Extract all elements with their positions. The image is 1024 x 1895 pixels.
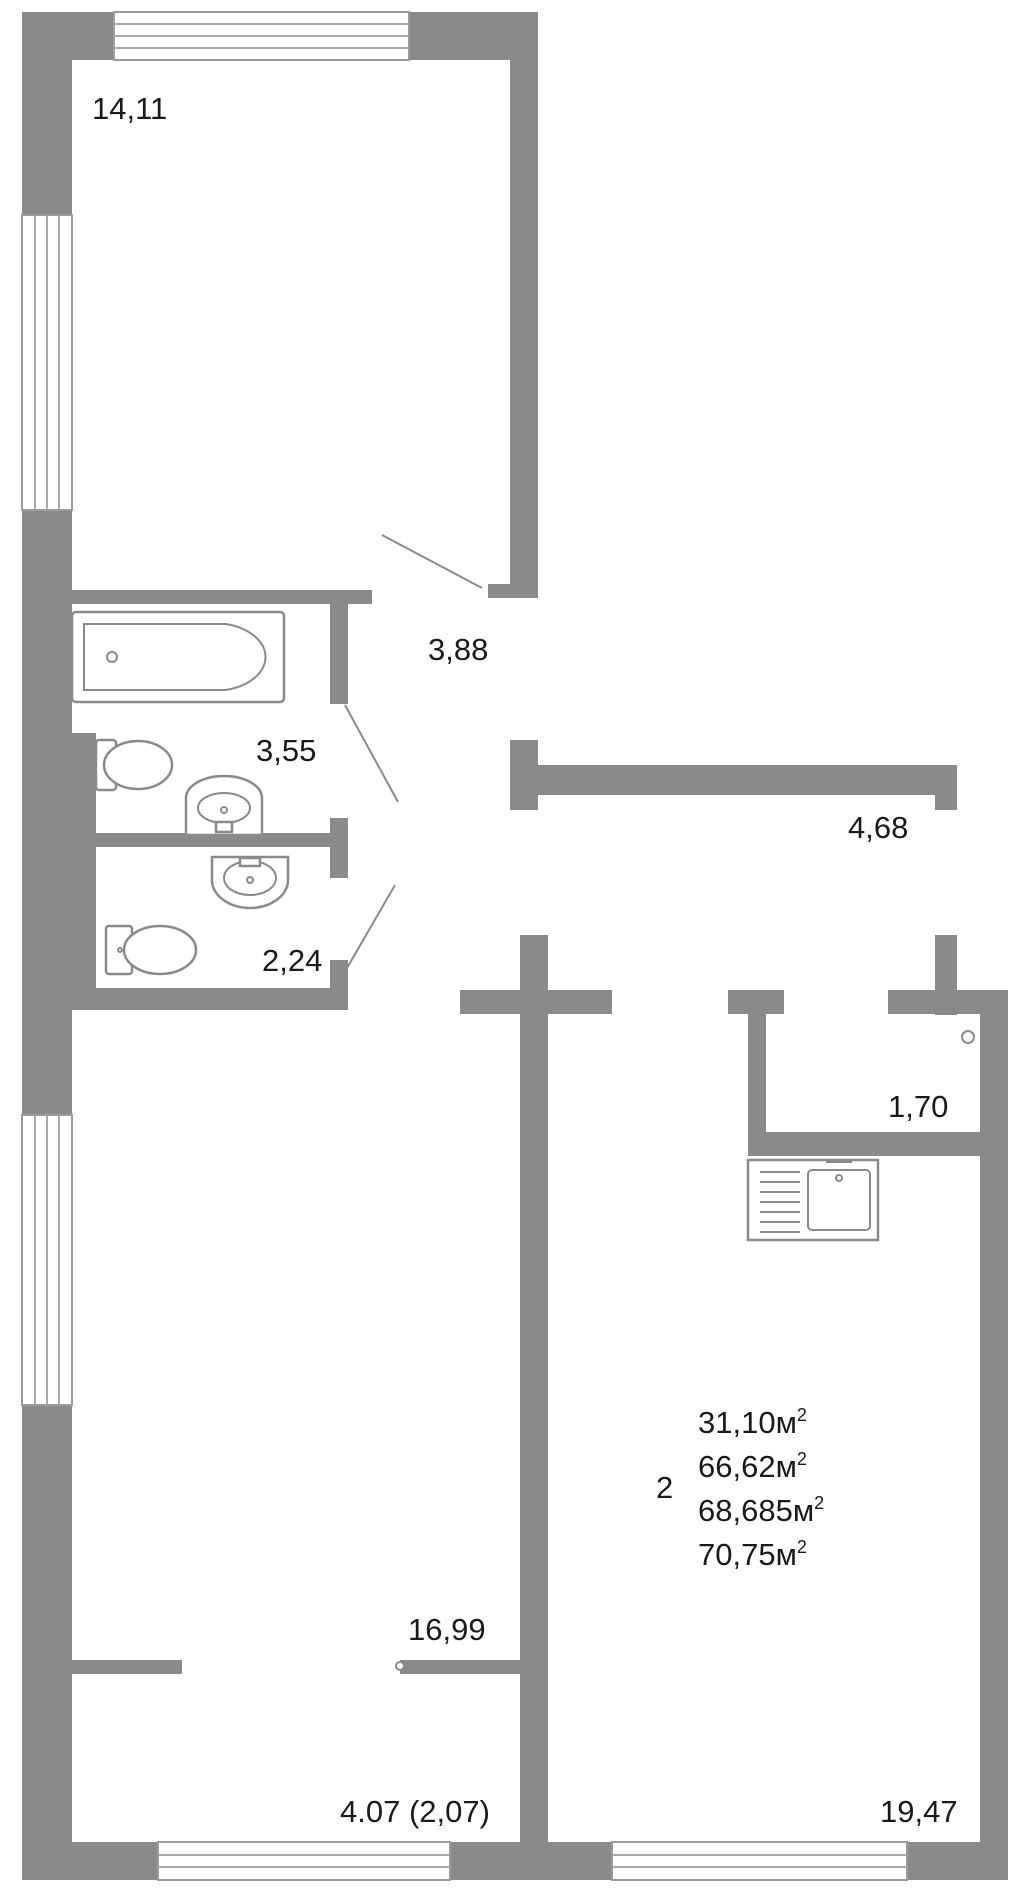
storage-outlet-icon <box>961 1030 975 1044</box>
kitchen-living-area: 19,47 <box>880 1794 958 1829</box>
windows <box>21 11 908 1881</box>
summary-line-4: 70,75м2 <box>698 1537 807 1572</box>
bathroom-area: 3,55 <box>256 733 316 768</box>
toilet-area: 2,24 <box>262 943 322 978</box>
toilet-room-toilet-icon <box>104 924 198 976</box>
kitchen-sink-icon <box>746 1158 880 1242</box>
toilet-room-sink-icon <box>210 855 290 910</box>
storage-area: 1,70 <box>888 1089 948 1124</box>
sink-icon <box>184 774 264 837</box>
window-top <box>113 11 410 61</box>
summary-line-1: 31,10м2 <box>698 1405 807 1440</box>
fixtures <box>70 610 975 1242</box>
summary-line-3: 68,685м2 <box>698 1493 824 1528</box>
window-bottom-left <box>157 1841 451 1881</box>
room-top-area: 14,11 <box>92 91 167 126</box>
room-count: 2 <box>656 1470 673 1505</box>
room-labels: 14,11 3,88 3,55 2,24 4,68 1,70 16,99 4.0… <box>92 91 958 1829</box>
corridor-top-area: 3,88 <box>428 632 488 667</box>
summary-line-2: 66,62м2 <box>698 1449 807 1484</box>
window-left-upper <box>21 214 73 511</box>
door-swings <box>342 534 483 1671</box>
hall-area: 4,68 <box>848 810 908 845</box>
apartment-summary: 2 31,10м2 66,62м2 68,685м2 70,75м2 <box>656 1405 824 1572</box>
window-bottom-right <box>611 1841 908 1881</box>
balcony-area: 4.07 (2,07) <box>340 1794 490 1829</box>
bathtub-icon <box>70 610 286 704</box>
toilet-icon <box>94 738 174 792</box>
room-bottom-left-area: 16,99 <box>408 1612 486 1647</box>
window-left-lower <box>21 1114 73 1406</box>
